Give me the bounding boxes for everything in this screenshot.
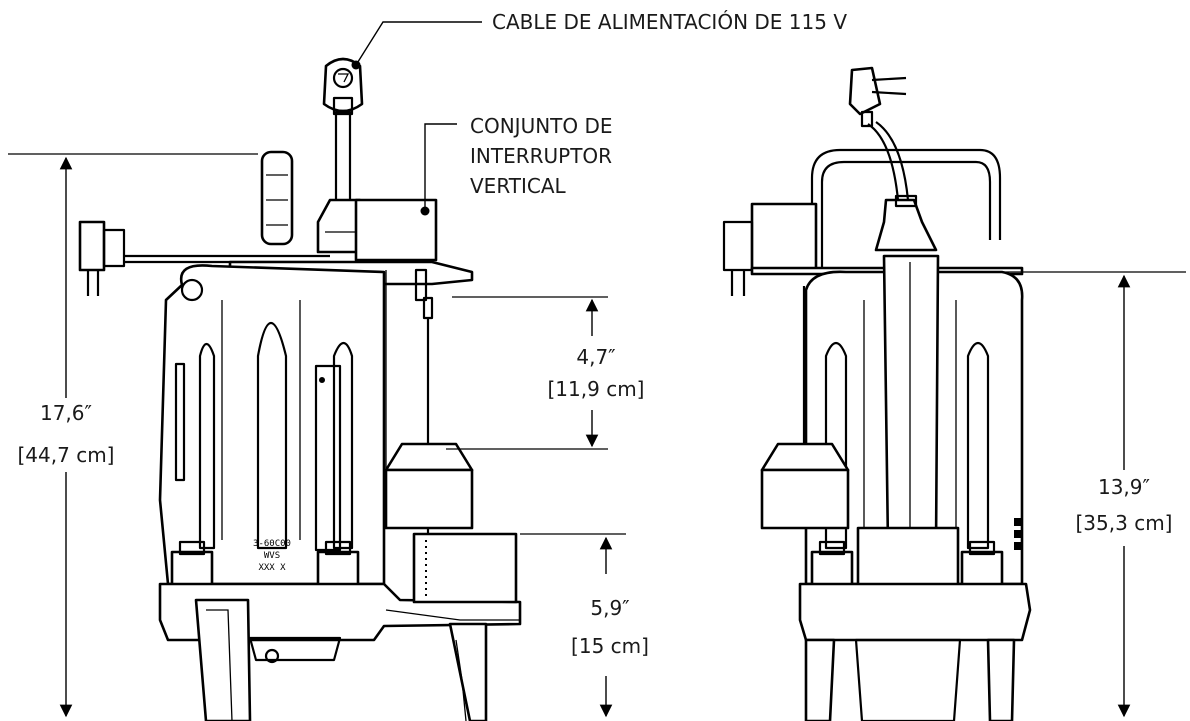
power-cord-leader (355, 21, 482, 66)
handle-grip (260, 150, 294, 246)
pump-leg (194, 598, 252, 721)
pump-leg (804, 638, 836, 721)
power-cord (334, 110, 352, 204)
body-height-in: 13,9″ (1098, 475, 1150, 499)
float-travel-cm: [11,9 cm] (548, 377, 645, 401)
pump-marking-2: WVS (264, 551, 280, 561)
float (384, 468, 474, 530)
float-low-in: 5,9″ (590, 596, 629, 620)
body-height-cm: [35,3 cm] (1076, 511, 1173, 535)
power-plug-top-icon (322, 57, 364, 204)
power-plug-top-icon (848, 66, 910, 201)
side-plug-icon (78, 220, 330, 296)
pump-marking-1: 3-60C00 (253, 539, 291, 549)
float-travel-in: 4,7″ (576, 345, 615, 369)
power-cord-label: CABLE DE ALIMENTACIÓN DE 115 V (492, 10, 847, 34)
discharge-pipe (882, 254, 940, 548)
pump-leg (986, 638, 1016, 721)
float-low-cm: [15 cm] (571, 634, 649, 658)
switch-label-line3: VERTICAL (470, 174, 567, 198)
vertical-switch-box (750, 202, 818, 272)
switch-label-line1: CONJUNTO DE (470, 114, 613, 138)
lower-float (412, 532, 518, 604)
handle-arch (810, 148, 1002, 268)
switch-leader (424, 123, 457, 211)
overall-height-in: 17,6″ (40, 401, 92, 425)
volute-base (798, 582, 1032, 642)
pump-leg (448, 622, 488, 721)
motor-housing (158, 264, 386, 586)
left-pump-side-view: 3-60C00 WVS XXX X (78, 57, 522, 721)
pump-marking-3: XXX X (258, 563, 286, 573)
overall-height-cm: [44,7 cm] (18, 443, 115, 467)
right-pump-front-view (722, 66, 1032, 721)
float (760, 468, 850, 530)
switch-label-line2: INTERRUPTOR (470, 144, 612, 168)
